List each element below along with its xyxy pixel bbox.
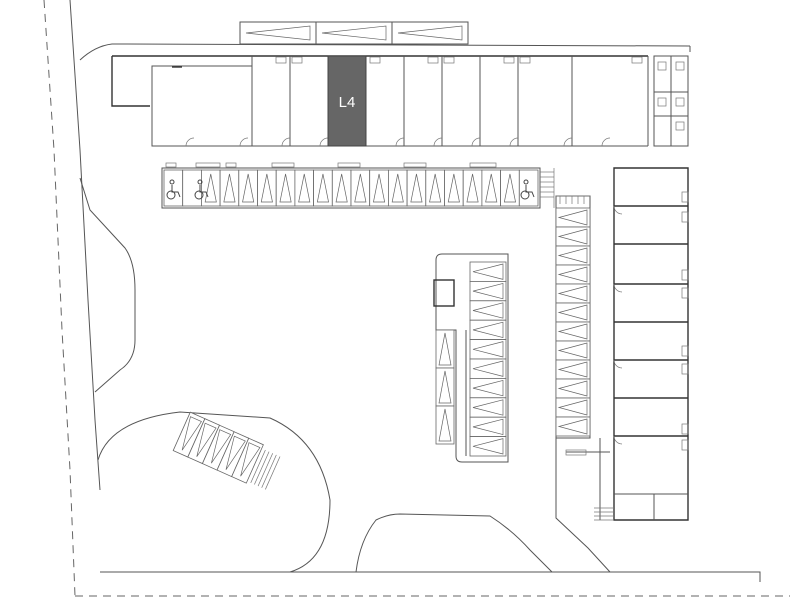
stall-marker bbox=[557, 380, 588, 397]
top-row-stalls bbox=[163, 169, 539, 207]
stall-marker bbox=[557, 209, 588, 226]
unit-l4[interactable]: L4 bbox=[327, 55, 367, 147]
restroom-cluster bbox=[653, 55, 689, 147]
east-parking-column bbox=[555, 195, 611, 573]
stall-marker bbox=[196, 422, 217, 457]
stall-marker bbox=[373, 173, 386, 203]
east-building bbox=[594, 167, 689, 521]
stall-marker bbox=[557, 266, 588, 283]
stall-marker bbox=[472, 282, 504, 300]
east-column-stalls bbox=[555, 207, 591, 437]
center-west-stalls bbox=[435, 329, 455, 445]
top-parking-row bbox=[161, 162, 555, 209]
north-roof-panels bbox=[239, 21, 469, 45]
top-row-curb-stops bbox=[165, 162, 497, 168]
wheelchair-icon bbox=[166, 179, 181, 200]
top-row-stairs bbox=[540, 168, 555, 208]
stall-marker bbox=[429, 173, 442, 203]
stall-marker bbox=[557, 247, 588, 264]
east-column-stairs bbox=[556, 195, 590, 204]
stall-marker bbox=[503, 173, 516, 203]
stall-marker bbox=[557, 228, 588, 245]
property-line-west bbox=[43, 0, 76, 597]
stall-marker bbox=[391, 173, 404, 203]
stall-marker bbox=[410, 173, 423, 203]
curb-line-south bbox=[100, 571, 761, 582]
parking-stall bbox=[469, 436, 507, 457]
stall-marker bbox=[557, 285, 588, 302]
stall-marker bbox=[240, 442, 261, 477]
stall-marker bbox=[557, 361, 588, 378]
curb-line-north bbox=[79, 43, 691, 61]
parking-stall bbox=[555, 416, 591, 437]
parking-stall bbox=[163, 169, 184, 207]
parking-stall bbox=[231, 437, 264, 484]
stall-marker bbox=[472, 341, 504, 358]
stall-marker bbox=[472, 399, 504, 416]
wheelchair-icon bbox=[194, 179, 209, 200]
stall-marker bbox=[316, 173, 329, 203]
landscape-island-south bbox=[355, 513, 553, 573]
stall-marker bbox=[472, 302, 504, 319]
stall-marker bbox=[211, 429, 232, 464]
east-building-stairs bbox=[594, 507, 614, 521]
stall-marker bbox=[242, 173, 255, 203]
stall-marker bbox=[447, 173, 460, 203]
landscape-island-west bbox=[79, 177, 136, 393]
stall-marker bbox=[438, 408, 452, 442]
curb-line-west bbox=[69, 0, 101, 491]
stall-marker bbox=[438, 370, 452, 404]
stall-marker bbox=[485, 173, 498, 203]
angled-parking bbox=[97, 411, 331, 573]
stall-marker bbox=[225, 435, 246, 470]
east-building-doors bbox=[613, 205, 623, 445]
parking-stall bbox=[435, 367, 455, 407]
parking-stall bbox=[518, 169, 539, 207]
angled-stalls bbox=[172, 411, 264, 484]
angled-stairs bbox=[250, 449, 281, 490]
stall-marker bbox=[557, 304, 588, 321]
stall-marker bbox=[279, 173, 292, 203]
unit-l4-label: L4 bbox=[339, 94, 356, 111]
wheelchair-icon bbox=[520, 179, 535, 200]
stall-marker bbox=[472, 379, 504, 397]
north-building-doors bbox=[185, 137, 611, 147]
north-building-unit-dividers bbox=[251, 56, 573, 146]
stall-marker bbox=[472, 418, 504, 436]
stall-marker bbox=[438, 332, 452, 366]
parking-stall bbox=[435, 405, 455, 445]
stall-marker bbox=[557, 342, 588, 359]
parking-stall bbox=[435, 329, 455, 369]
center-east-stalls bbox=[465, 261, 507, 457]
center-parking-island bbox=[433, 253, 509, 463]
parking-stall bbox=[182, 169, 202, 207]
stall-marker bbox=[472, 360, 504, 377]
east-building-fixtures bbox=[681, 191, 689, 451]
stall-marker bbox=[557, 399, 588, 416]
stall-marker bbox=[354, 173, 367, 203]
stall-marker bbox=[260, 173, 273, 203]
stall-marker bbox=[181, 416, 202, 451]
north-building bbox=[111, 55, 689, 147]
stall-marker bbox=[466, 173, 479, 203]
stall-marker bbox=[557, 323, 588, 340]
stall-marker bbox=[472, 438, 504, 455]
stall-marker bbox=[557, 418, 588, 435]
stall-marker bbox=[472, 321, 504, 339]
stall-marker bbox=[335, 173, 348, 203]
stall-marker bbox=[204, 173, 217, 203]
stall-marker bbox=[223, 173, 236, 203]
stall-marker bbox=[298, 173, 311, 203]
stall-marker bbox=[472, 263, 504, 280]
